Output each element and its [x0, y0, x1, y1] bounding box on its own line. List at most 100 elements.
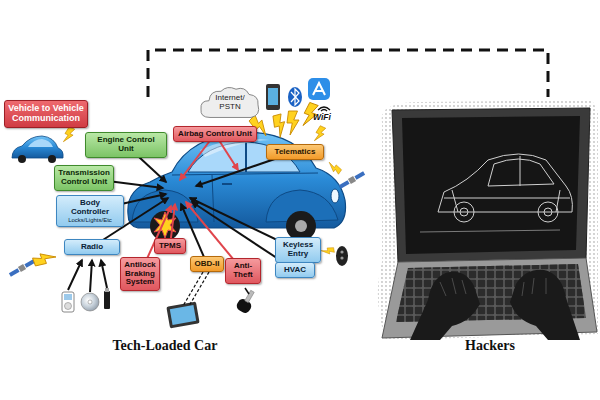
key-fob-icon — [340, 250, 343, 253]
screen-car-wireframe — [460, 208, 468, 216]
app-store-icon — [313, 83, 325, 95]
gloved-hands — [410, 272, 480, 340]
signal-bolts — [321, 247, 335, 256]
node-text: Telematics — [270, 148, 320, 157]
satellite-icon — [354, 171, 365, 179]
screen-car-wireframe — [544, 208, 552, 216]
small-car — [12, 136, 63, 158]
tablet-icon — [166, 302, 199, 329]
cloud-shape — [201, 88, 259, 118]
bluetooth-icon — [291, 89, 299, 105]
signal-arrows — [68, 260, 82, 290]
bluetooth-icon — [288, 87, 302, 107]
ipod-icon — [62, 292, 74, 312]
car — [331, 189, 339, 203]
phone-icon — [268, 88, 278, 105]
node-text: Transmission Control Unit — [58, 169, 110, 187]
ecu-box: Anti-Theft — [225, 258, 261, 284]
small-car — [18, 155, 26, 163]
cd-icon — [88, 300, 92, 304]
signal-bolts — [287, 111, 299, 135]
caption: Tech-Loaded Car — [113, 338, 218, 354]
screen-car-wireframe — [420, 230, 560, 232]
ecu-box: OBD-II — [190, 256, 224, 273]
ecu-box: Antilock Braking System — [120, 257, 160, 291]
gloved-hands — [510, 270, 580, 340]
satellite-icon — [9, 268, 20, 276]
halftone-texture — [378, 100, 598, 340]
key-fob-icon — [336, 246, 348, 266]
signal-bolts — [62, 126, 76, 144]
laptop — [392, 108, 590, 262]
screen-car-wireframe — [538, 202, 558, 222]
signal-bolts — [32, 249, 57, 267]
screen-car-wireframe — [488, 159, 554, 186]
screen-car-wireframe — [420, 154, 572, 232]
ecu-box: Radio — [64, 239, 120, 256]
node-text: Body Controller — [60, 199, 120, 217]
satellite-icon — [338, 170, 365, 189]
node-text: Radio — [68, 243, 116, 252]
node-text: Anti-Theft — [229, 262, 257, 280]
wifi-icon — [321, 110, 327, 112]
small-car — [12, 136, 63, 163]
ecu-box: Airbag Control Unit — [173, 126, 257, 143]
signal-arrows — [245, 288, 249, 294]
ecu-box: Body ControllerLocks/Lights/Etc — [56, 195, 124, 227]
phone-icon — [266, 84, 280, 110]
node-text: Engine Control Unit — [89, 136, 163, 154]
dashed-bracket — [148, 50, 548, 97]
screen-car-wireframe — [454, 202, 474, 222]
ecu-box: TPMS — [154, 238, 186, 255]
ipod-icon — [62, 292, 74, 312]
node-text: Keyless Entry — [279, 241, 317, 259]
ecu-box: Telematics — [266, 144, 324, 161]
key-fob-icon — [340, 256, 343, 259]
gloved-hands — [410, 270, 580, 340]
car — [245, 142, 247, 172]
car — [295, 220, 307, 232]
usb-stick-icon — [105, 288, 109, 292]
signal-arrows — [101, 260, 107, 288]
ecu-box: HVAC — [275, 262, 315, 279]
signal-arrows — [90, 260, 92, 292]
laptop — [402, 116, 580, 254]
key-icon — [245, 290, 254, 302]
key-icon — [235, 288, 259, 315]
node-text: Antilock Braking System — [124, 261, 156, 287]
cloud-node: Internet/ PSTN — [198, 85, 262, 121]
node-text: Airbag Control Unit — [177, 130, 253, 139]
car — [150, 211, 180, 241]
node-text: OBD-II — [194, 260, 220, 269]
wifi-icon — [318, 107, 330, 110]
app-store-icon — [308, 78, 330, 100]
ecu-box: Engine Control Unit — [85, 132, 167, 158]
app-store-icon — [308, 78, 330, 100]
node-text: HVAC — [279, 266, 311, 275]
node-text: Internet/ PSTN — [209, 94, 251, 112]
node-text: TPMS — [158, 242, 182, 251]
obd-cable — [183, 272, 203, 306]
ipod-icon — [64, 294, 72, 300]
node-subtext: Locks/Lights/Etc — [60, 217, 120, 224]
obd-cable — [189, 272, 209, 306]
cd-icon — [81, 293, 99, 311]
cd-icon — [81, 293, 99, 311]
gloved-hands — [440, 278, 546, 296]
small-car — [48, 155, 56, 163]
satellite-icon — [8, 258, 35, 277]
usb-stick-icon — [104, 288, 110, 309]
tablet-icon — [166, 302, 199, 329]
obd-cable — [183, 272, 209, 306]
ecu-box: Vehicle to Vehicle Communication — [4, 100, 88, 128]
bluetooth-icon — [288, 87, 302, 107]
logo-text: WiFi — [313, 112, 331, 122]
small-car — [28, 139, 53, 147]
wifi-icon — [318, 107, 330, 111]
signal-bolts — [272, 114, 289, 139]
signal-bolts — [326, 161, 342, 175]
screen-car-wireframe — [444, 156, 570, 212]
phone-icon — [266, 84, 280, 110]
tablet-icon — [170, 305, 196, 325]
